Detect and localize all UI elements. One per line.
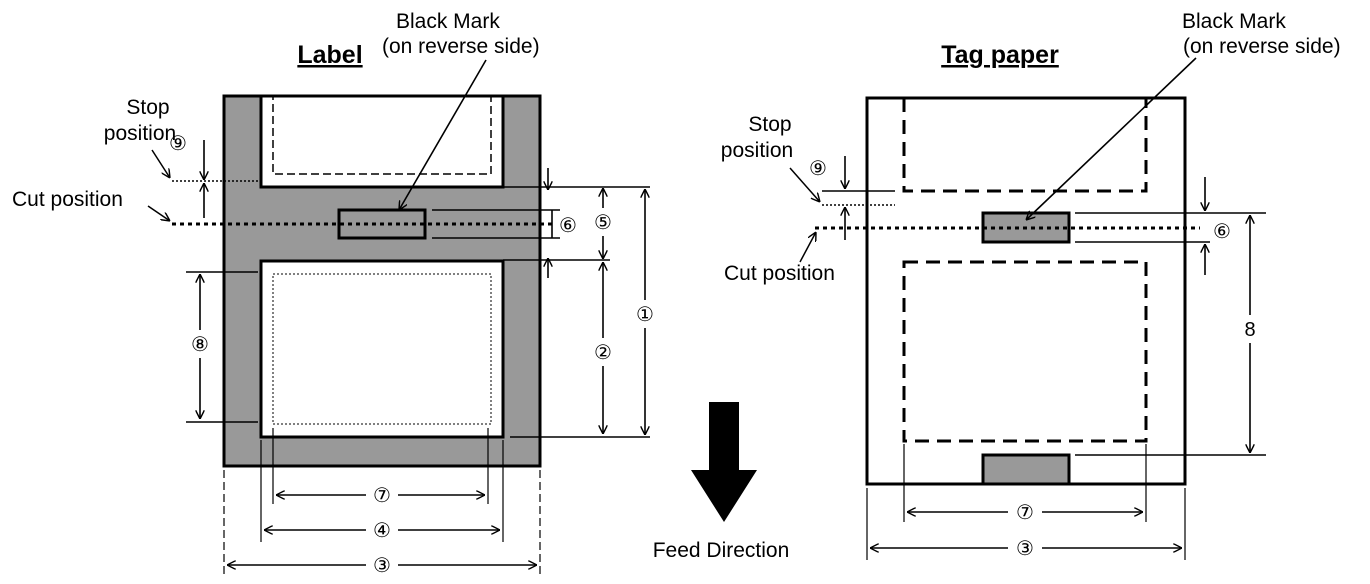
feed-direction-label: Feed Direction [653,539,790,562]
label-black-mark-pointer [399,59,487,210]
label-print-area [272,273,492,425]
label-dim-5: ⑤ [594,210,612,234]
label-dim-4: ④ [373,518,391,542]
tag-black-mark-next [981,453,1071,486]
tag-cut-text: Cut position [724,262,835,285]
label-dim-7: ⑦ [373,483,391,507]
label-cut-pointer [147,205,170,221]
tag-diagram: Tag paper Black Mark (on reverse side) S… [721,10,1341,560]
tag-dim-3: ③ [1016,536,1034,560]
tag-print-area [902,260,1148,443]
label-dim-8: ⑧ [191,332,209,356]
label-cut-text: Cut position [12,188,123,211]
tag-stop-line2: position [721,139,793,162]
tag-dim-6: ⑥ [1213,219,1231,243]
label-dim-1: ① [636,302,654,326]
tag-dim-7: ⑦ [1016,500,1034,524]
tag-black-mark-sub: (on reverse side) [1183,35,1341,58]
label-top-print-area [272,95,492,175]
tag-black-mark-title: Black Mark [1182,10,1286,33]
label-stop-line1: Stop [126,96,169,119]
tag-title: Tag paper [941,41,1059,69]
feed-direction-arrow-icon [691,402,757,522]
feed-direction-group: Feed Direction [653,402,790,562]
label-dim-9: ⑨ [169,131,187,155]
tag-paper [865,96,1187,486]
tag-top-print-area [902,98,1148,193]
label-black-mark [337,208,427,240]
tag-black-mark-pointer [1026,57,1197,220]
label-black-mark-sub: (on reverse side) [382,35,540,58]
tag-cut-pointer [799,232,816,263]
label-black-mark-title: Black Mark [396,10,500,33]
label-diagram: Label Black Mark (on reverse side) Stop … [12,10,654,578]
label-dim-3: ③ [373,553,391,577]
tag-dim-8: 8 [1244,319,1255,341]
tag-stop-line1: Stop [748,113,791,136]
label-stop-line2: position [104,122,176,145]
tag-stop-pointer [789,167,820,202]
label-main [259,259,505,439]
label-dim-6: ⑥ [559,213,577,237]
label-stop-pointer [151,149,170,178]
label-dim-2: ② [594,340,612,364]
label-title: Label [297,41,362,69]
tag-dim-9: ⑨ [809,156,827,180]
label-top [259,94,505,189]
